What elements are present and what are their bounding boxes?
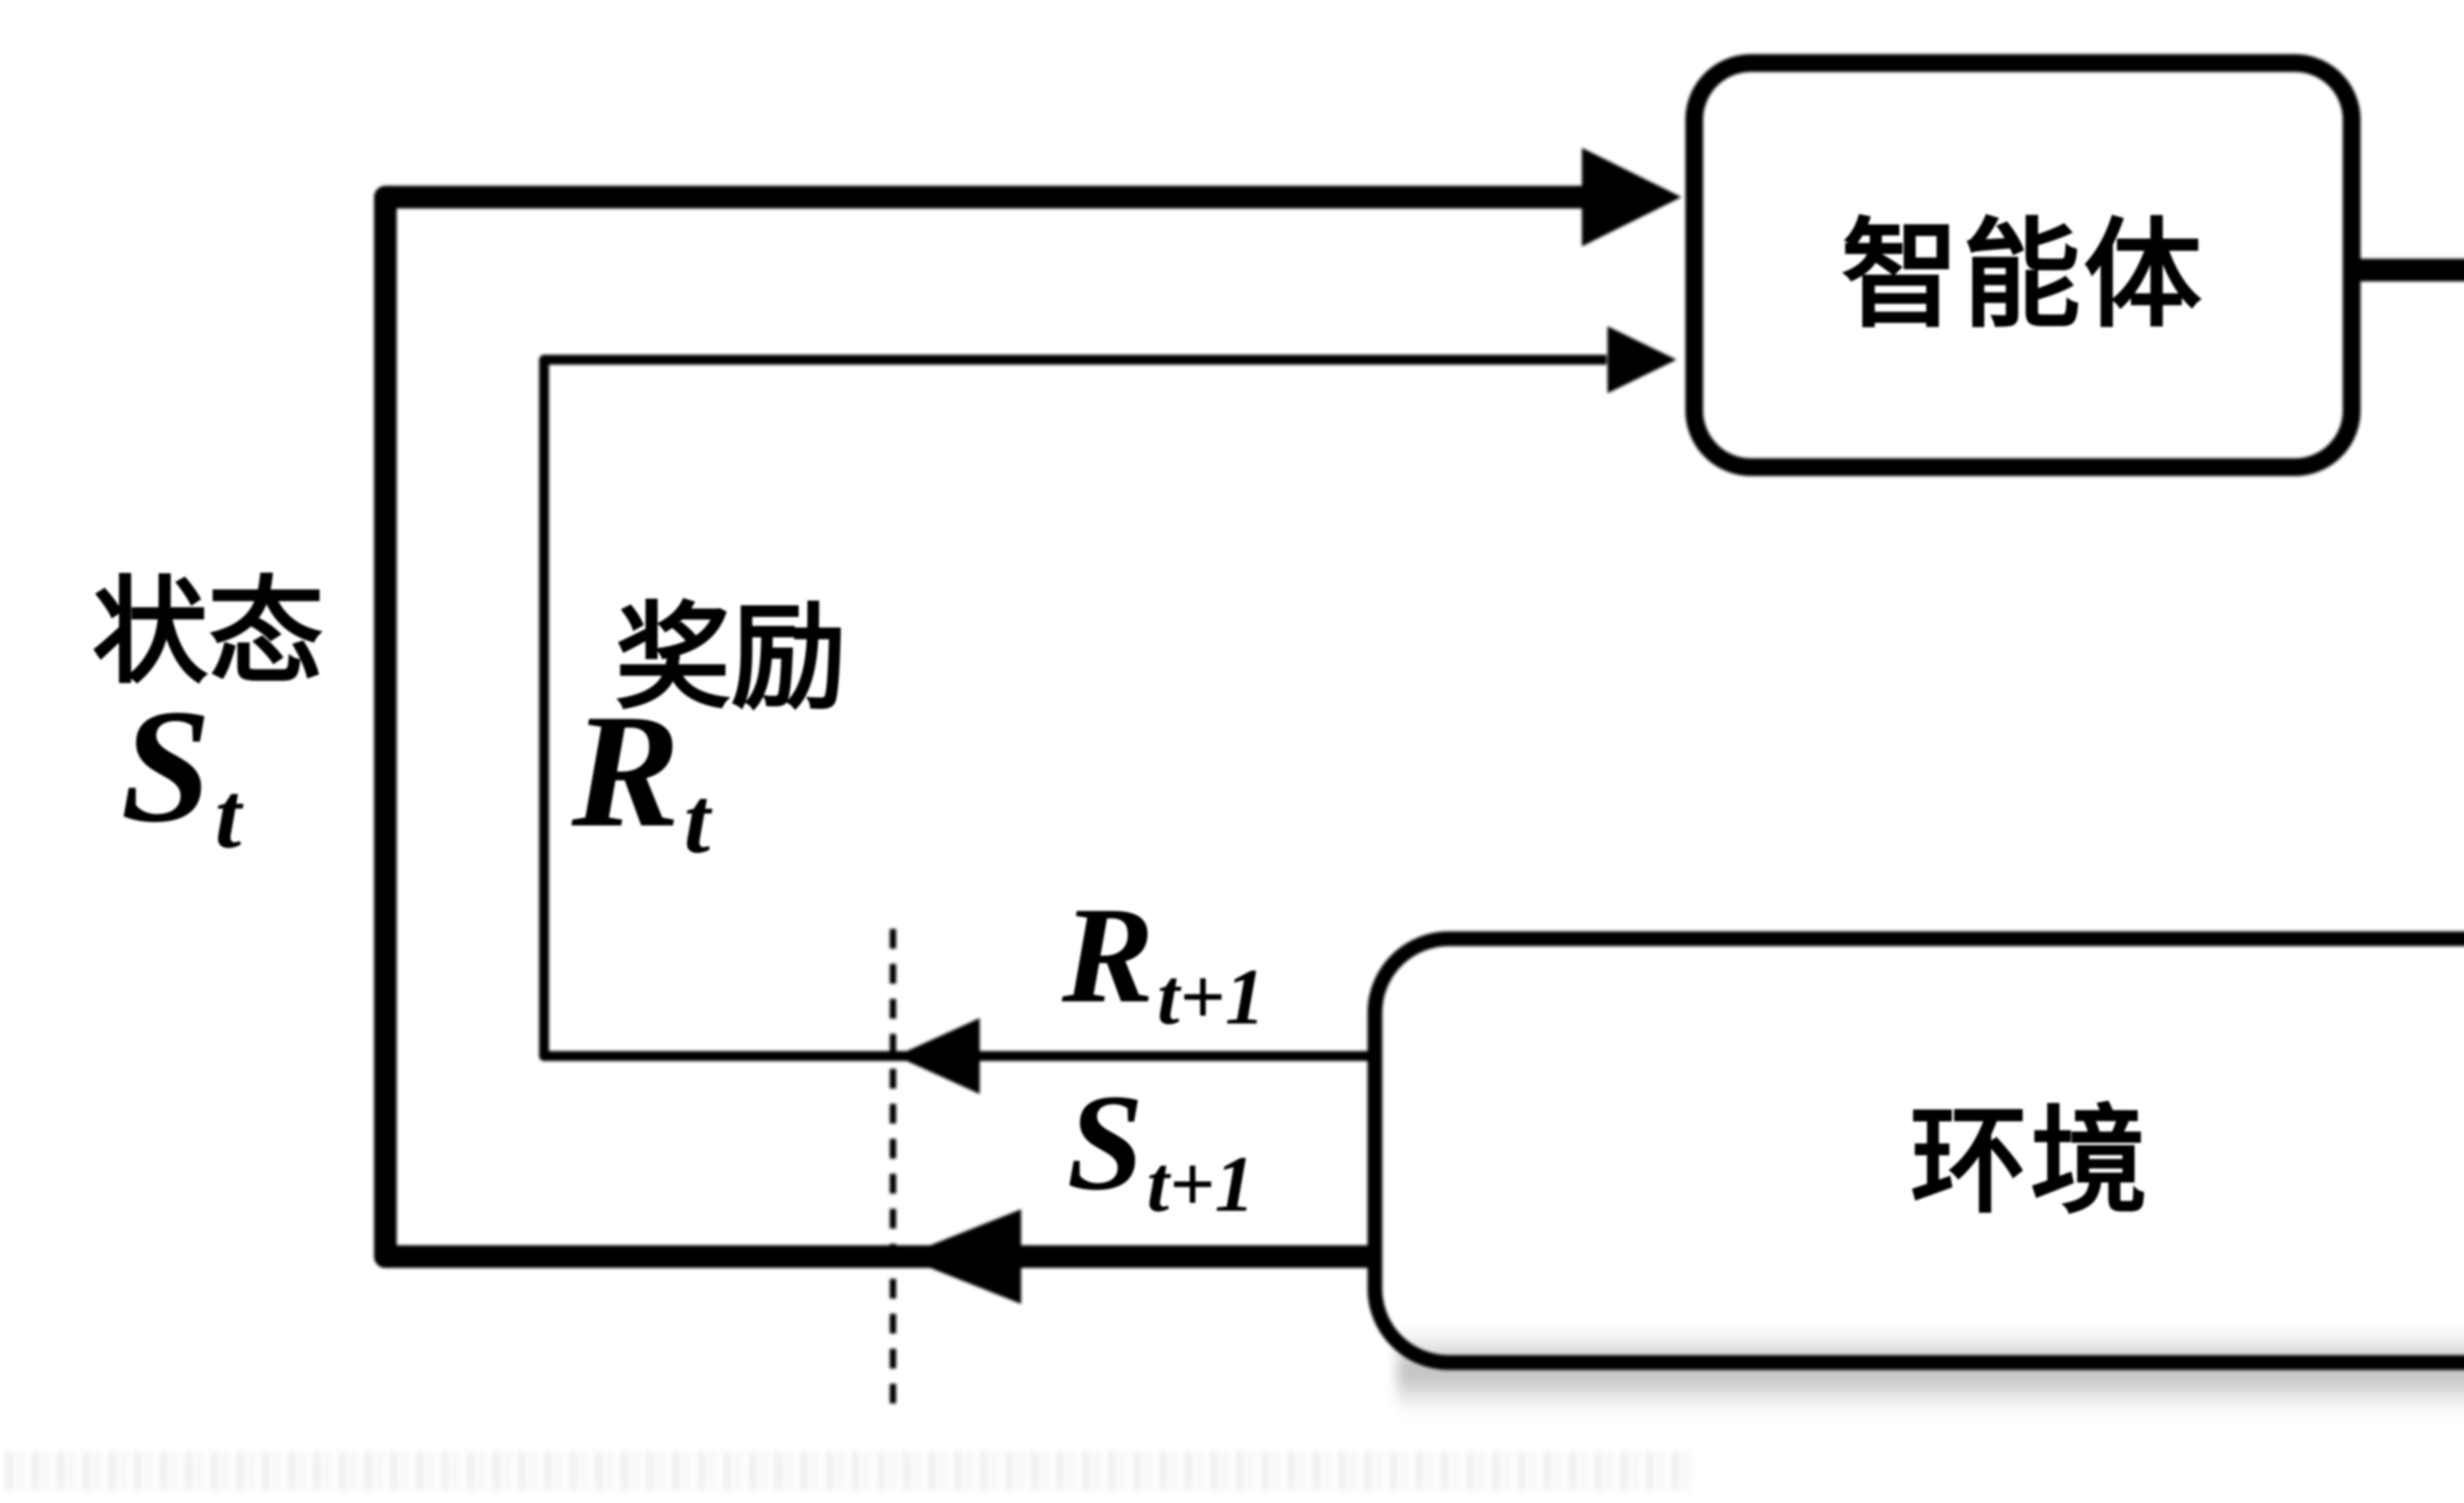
reward-next-arrowhead-icon	[896, 1018, 980, 1094]
state-symbol-subscript: t	[215, 763, 241, 868]
cutoff-caption-artifact	[7, 1451, 1698, 1491]
environment-node-label: 环境	[1368, 931, 2464, 1370]
reward-symbol-label: Rt	[572, 690, 710, 868]
reward-next-symbol-subscript: t+1	[1157, 953, 1266, 1042]
state-next-arrowhead-icon	[902, 1209, 1021, 1304]
state-symbol-label: St	[121, 685, 241, 863]
state-next-symbol-subscript: t+1	[1147, 1140, 1255, 1229]
reward-into-agent-arrowhead-icon	[1608, 326, 1677, 393]
state-symbol-base: S	[121, 676, 211, 856]
state-name-text: 状态	[92, 569, 324, 697]
state-into-agent-arrowhead-icon	[1582, 148, 1681, 246]
agent-node-box	[1685, 54, 2361, 476]
reward-name-text: 奖励	[615, 595, 847, 723]
reward-symbol-subscript: t	[684, 768, 710, 873]
state-next-symbol-label: St+1	[1067, 1073, 1255, 1225]
reward-next-symbol-label: Rt+1	[1062, 886, 1265, 1037]
reward-next-symbol-base: R	[1062, 878, 1154, 1031]
environment-box-shadow	[1397, 1361, 2464, 1381]
reward-symbol-base: R	[572, 681, 681, 861]
state-loop-line	[374, 186, 1592, 1268]
state-name-label: 状态	[92, 538, 324, 706]
environment-label-text: 环境	[1910, 1097, 2151, 1228]
reward-name-label: 奖励	[615, 563, 847, 731]
agent-node-label: 智能体	[1685, 54, 2361, 476]
agent-label-text: 智能体	[1841, 210, 2205, 342]
state-next-symbol-base: S	[1067, 1065, 1144, 1219]
